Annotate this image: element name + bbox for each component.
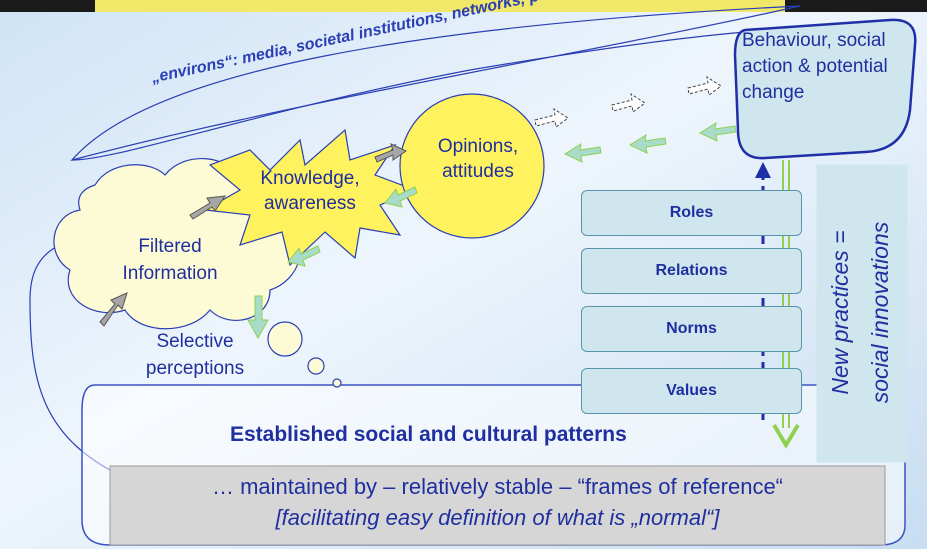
knowledge-star: [203, 128, 417, 267]
box-norms: Norms: [581, 306, 802, 352]
frames-line2: [facilitating easy definition of what is…: [275, 505, 720, 530]
gray-arrows: [99, 143, 408, 327]
thought-bubble-medium: [307, 357, 325, 375]
environs-swoosh: [70, 5, 801, 162]
new-practices-line1: New practices =: [827, 230, 853, 395]
frames-band: [109, 465, 886, 546]
dotted-arrows: [534, 75, 722, 128]
frames-line1: … maintained by – relatively stable – “f…: [211, 474, 784, 499]
new-practices-column: [816, 164, 908, 463]
box-roles: Roles: [581, 190, 802, 236]
box-values: Values: [581, 368, 802, 414]
selective-text: Selective perceptions: [145, 331, 245, 379]
thought-bubble-large: [267, 321, 303, 357]
new-practices-text: New practices = social innovations: [820, 170, 900, 455]
green-down-arrowhead: [772, 423, 800, 449]
environs-swoosh-outer: [71, 29, 771, 161]
behaviour-shape: [733, 18, 917, 160]
green-arrows: [247, 121, 737, 340]
box-relations: Relations: [581, 248, 802, 294]
behaviour-text: Behaviour, social action & potential cha…: [742, 30, 888, 103]
new-practices-line2: social innovations: [867, 221, 893, 404]
dashed-up-arrowhead: [755, 162, 771, 178]
filtered-text: Filtered Information: [122, 236, 218, 284]
opinions-text: Opinions, attitudes: [437, 136, 519, 182]
opinions-ellipse: [399, 93, 545, 239]
thought-bubble-small: [332, 378, 342, 388]
top-strip-yellow: [95, 0, 785, 12]
established-title: Established social and cultural patterns: [230, 423, 627, 446]
knowledge-text: Knowledge, awareness: [260, 168, 360, 214]
